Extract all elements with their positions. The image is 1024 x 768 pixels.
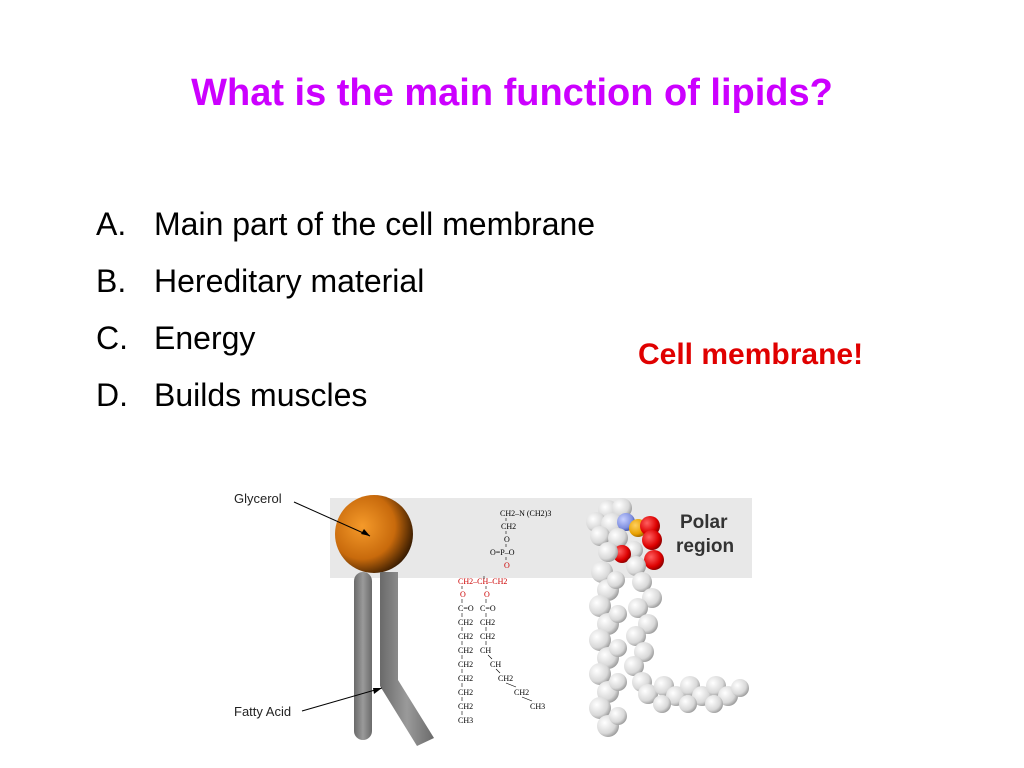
formula-carbonyl-left: C=O [458, 604, 474, 613]
fatty-acid-label: Fatty Acid [234, 704, 291, 719]
option-text: Energy [154, 320, 256, 356]
formula-left-chain-6: CH2 [458, 688, 473, 697]
fatty-acid-tail-right [380, 572, 434, 746]
formula-right-chain-2: CH2 [480, 632, 495, 641]
answer-options-list: A. Main part of the cell membrane B. Her… [96, 206, 595, 434]
formula-bonds [461, 518, 533, 715]
formula-right-chain-1: CH2 [480, 618, 495, 627]
fatty-acid-arrowhead [373, 688, 382, 694]
polar-label-line2: region [676, 536, 734, 557]
glycerol-head-icon [335, 495, 413, 573]
space-filling-molecule-icon [586, 498, 749, 737]
formula-right-chain-4: CH [490, 660, 501, 669]
glycerol-label: Glycerol [234, 491, 282, 506]
answer-text: Cell membrane! [638, 338, 864, 371]
slide-title: What is the main function of lipids? [191, 72, 833, 114]
formula-o1: O [504, 535, 510, 544]
glycerol-arrow [293, 501, 371, 537]
formula-ch2: CH2 [501, 522, 516, 531]
option-letter: D. [96, 377, 128, 413]
formula-left-chain-5: CH2 [458, 674, 473, 683]
formula-left-chain-7: CH2 [458, 702, 473, 711]
option-b: B. Hereditary material [96, 263, 595, 320]
formula-right-chain-3: CH [480, 646, 491, 655]
option-letter: B. [96, 263, 127, 299]
glycerol-arrowhead [361, 529, 370, 536]
chemical-formula: CH2–N (CH2)3 CH2 O O=P–O O CH2–CH–CH2 O … [458, 509, 551, 725]
formula-ester-o-left: O [460, 590, 466, 599]
formula-o2: O [504, 561, 510, 570]
option-text: Hereditary material [154, 263, 425, 299]
option-text: Main part of the cell membrane [154, 206, 596, 242]
formula-right-chain-7: CH3 [530, 702, 545, 711]
option-d: D. Builds muscles [96, 377, 595, 434]
fatty-acid-arrow [301, 687, 383, 712]
formula-carbonyl-right: C=O [480, 604, 496, 613]
phospholipid-svg: Glycerol Fatty Acid CH2–N (CH2)3 CH2 O O… [234, 491, 752, 746]
formula-backbone: CH2–CH–CH2 [458, 577, 507, 586]
option-letter: A. [96, 206, 127, 242]
formula-ester-o-right: O [484, 590, 490, 599]
fatty-acid-tail-left [354, 572, 372, 740]
formula-right-chain-6: CH2 [514, 688, 529, 697]
formula-left-chain-8: CH3 [458, 716, 473, 725]
formula-phosphate: O=P–O [490, 548, 515, 557]
formula-left-chain-2: CH2 [458, 632, 473, 641]
option-a: A. Main part of the cell membrane [96, 206, 595, 263]
formula-choline: CH2–N (CH2)3 [500, 509, 551, 518]
formula-left-chain-4: CH2 [458, 660, 473, 669]
formula-right-chain-5: CH2 [498, 674, 513, 683]
polar-label-line1: Polar [680, 512, 728, 533]
formula-left-chain-1: CH2 [458, 618, 473, 627]
option-text: Builds muscles [154, 377, 368, 413]
option-letter: C. [96, 320, 128, 356]
phospholipid-diagram: Glycerol Fatty Acid CH2–N (CH2)3 CH2 O O… [224, 480, 760, 748]
option-c: C. Energy [96, 320, 595, 377]
formula-left-chain-3: CH2 [458, 646, 473, 655]
